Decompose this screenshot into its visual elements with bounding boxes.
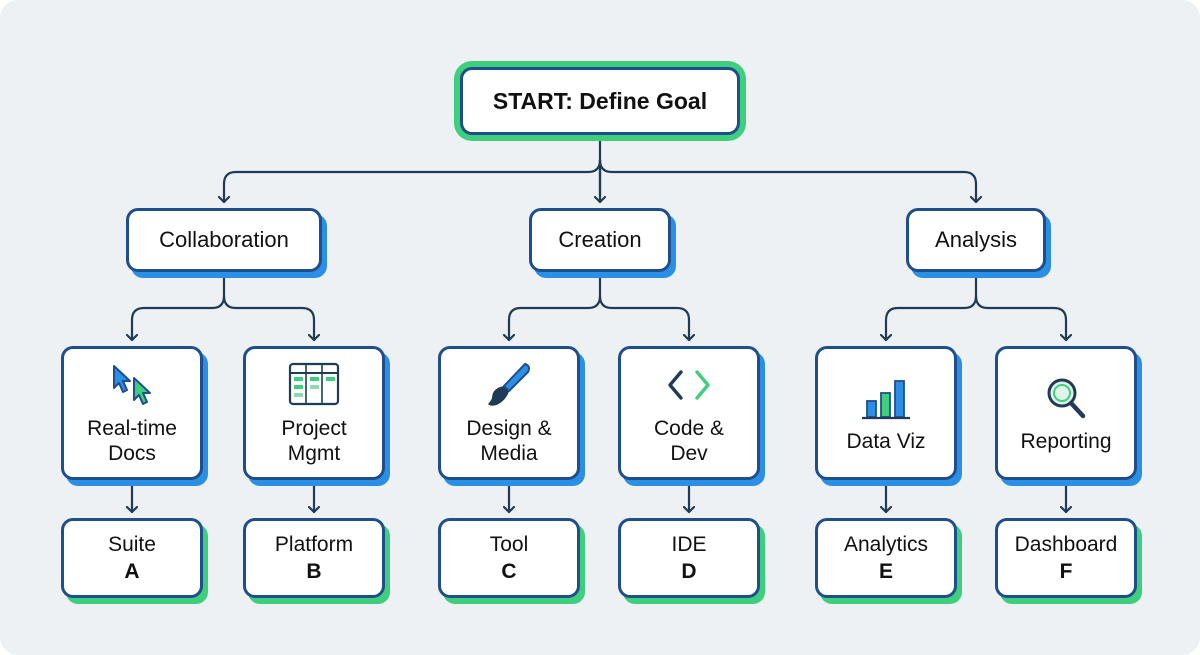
kanban-board-icon [288, 362, 340, 406]
connector-collab-pm [222, 294, 314, 342]
tool-label-line1: Design & [466, 417, 552, 440]
start-node[interactable]: START: Define Goal [460, 67, 740, 135]
tool-node-data-viz[interactable]: Data Viz [815, 346, 957, 480]
paintbrush-icon [488, 363, 530, 406]
result-letter: E [878, 560, 893, 583]
connector-start-collab [224, 158, 602, 204]
result-node-d[interactable]: IDE D [618, 518, 760, 598]
connector-collab-docs [132, 294, 226, 342]
result-letter: D [681, 560, 697, 583]
start-node-label: START: Define Goal [492, 87, 708, 114]
result-letter: A [124, 560, 140, 583]
magnifier-icon [1047, 378, 1086, 418]
result-name: Dashboard [1014, 533, 1118, 556]
tool-node-realtime-docs[interactable]: Real-time Docs [61, 346, 203, 480]
tool-label-line1: Real-time [87, 417, 177, 440]
tool-label-line1: Reporting [1020, 429, 1112, 453]
result-node-b[interactable]: Platform B [243, 518, 385, 598]
bar-chart-icon [862, 379, 910, 419]
tool-node-reporting[interactable]: Reporting [995, 346, 1137, 480]
result-name: Tool [489, 533, 529, 556]
category-node-creation[interactable]: Creation [529, 208, 671, 272]
tool-label-line1: Code & [653, 417, 725, 440]
tool-node-design-media[interactable]: Design & Media [438, 346, 580, 480]
category-node-analysis[interactable]: Analysis [906, 208, 1046, 272]
result-letter: B [306, 560, 322, 583]
tool-node-project-mgmt[interactable]: Project Mgmt [243, 346, 385, 480]
result-letter: C [501, 560, 517, 583]
result-node-c[interactable]: Tool C [438, 518, 580, 598]
result-name: Platform [274, 533, 354, 556]
tool-label-line2: Media [480, 442, 538, 465]
code-brackets-icon [668, 370, 710, 400]
result-node-a[interactable]: Suite A [61, 518, 203, 598]
category-node-collaboration[interactable]: Collaboration [126, 208, 322, 272]
cursors-icon [113, 365, 151, 405]
connector-analysis-reporting [974, 294, 1066, 342]
connector-start-analysis [598, 158, 976, 204]
tool-label-line2: Docs [108, 442, 156, 465]
category-label: Collaboration [159, 227, 289, 252]
connector-creation-design [509, 294, 602, 342]
result-name: IDE [671, 533, 707, 556]
tool-label-line2: Mgmt [287, 442, 341, 465]
category-label: Analysis [935, 227, 1017, 252]
result-name: Analytics [843, 533, 929, 556]
tool-label-line2: Dev [670, 442, 708, 465]
tool-node-code-dev[interactable]: Code & Dev [618, 346, 760, 480]
result-node-f[interactable]: Dashboard F [995, 518, 1137, 598]
tool-label-line1: Project [281, 417, 347, 440]
category-label: Creation [558, 227, 642, 252]
connector-analysis-dataviz [886, 294, 978, 342]
tool-label-line1: Data Viz [846, 429, 926, 453]
result-node-e[interactable]: Analytics E [815, 518, 957, 598]
connector-creation-code [598, 294, 689, 342]
result-letter: F [1059, 560, 1073, 583]
result-name: Suite [108, 533, 156, 556]
